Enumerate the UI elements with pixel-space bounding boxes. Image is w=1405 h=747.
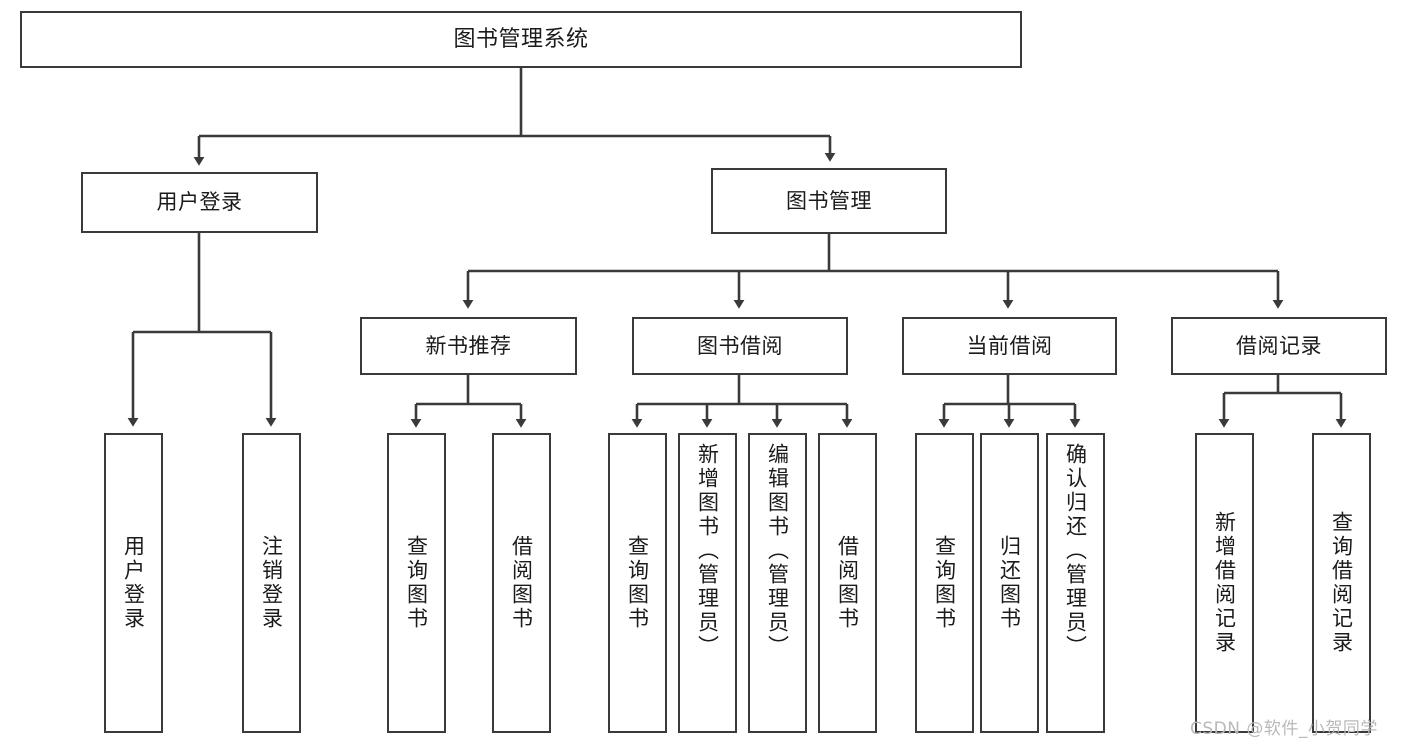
node-leaf-query-book-rec-label: 查询图书 <box>404 535 429 631</box>
node-current-borrow[interactable]: 当前借阅 <box>902 317 1117 375</box>
node-leaf-query-book-borrow-label: 查询图书 <box>625 535 650 631</box>
node-leaf-confirm-return[interactable]: 确认归还（管理员） <box>1046 433 1105 733</box>
node-leaf-add-book-label: 新增图书（管理员） <box>695 443 720 659</box>
node-leaf-borrow-book-rec-label: 借阅图书 <box>509 535 534 631</box>
node-leaf-logout[interactable]: 注销登录 <box>242 433 301 733</box>
node-leaf-return-book[interactable]: 归还图书 <box>980 433 1039 733</box>
node-book-management-label: 图书管理 <box>786 188 872 213</box>
node-user-login[interactable]: 用户登录 <box>81 172 318 233</box>
node-leaf-add-record-label: 新增借阅记录 <box>1212 511 1237 655</box>
node-borrow-record-label: 借阅记录 <box>1236 333 1322 358</box>
node-leaf-query-book-rec[interactable]: 查询图书 <box>387 433 446 733</box>
node-leaf-user-login[interactable]: 用户登录 <box>104 433 163 733</box>
node-book-borrow[interactable]: 图书借阅 <box>632 317 848 375</box>
node-leaf-return-book-label: 归还图书 <box>997 535 1022 631</box>
node-new-book-recommend-label: 新书推荐 <box>425 333 512 358</box>
node-leaf-user-login-label: 用户登录 <box>121 535 146 631</box>
watermark: CSDN @软件_小贺同学 <box>1190 719 1378 739</box>
node-leaf-borrow-book-rec[interactable]: 借阅图书 <box>492 433 551 733</box>
node-leaf-edit-book[interactable]: 编辑图书（管理员） <box>748 433 807 733</box>
node-leaf-edit-book-label: 编辑图书（管理员） <box>765 443 790 659</box>
node-leaf-logout-label: 注销登录 <box>259 535 284 631</box>
node-leaf-add-book[interactable]: 新增图书（管理员） <box>678 433 737 733</box>
node-leaf-query-book-current[interactable]: 查询图书 <box>915 433 974 733</box>
node-leaf-borrow-book[interactable]: 借阅图书 <box>818 433 877 733</box>
node-user-login-label: 用户登录 <box>156 190 243 215</box>
node-leaf-query-book-current-label: 查询图书 <box>932 535 957 631</box>
node-leaf-query-record-label: 查询借阅记录 <box>1329 511 1354 655</box>
node-leaf-query-book-borrow[interactable]: 查询图书 <box>608 433 667 733</box>
node-book-management[interactable]: 图书管理 <box>711 168 947 234</box>
node-leaf-query-record[interactable]: 查询借阅记录 <box>1312 433 1371 733</box>
node-current-borrow-label: 当前借阅 <box>966 333 1053 358</box>
node-borrow-record[interactable]: 借阅记录 <box>1171 317 1387 375</box>
node-leaf-add-record[interactable]: 新增借阅记录 <box>1195 433 1254 733</box>
node-book-borrow-label: 图书借阅 <box>697 333 783 358</box>
node-leaf-borrow-book-label: 借阅图书 <box>835 535 860 631</box>
node-new-book-recommend[interactable]: 新书推荐 <box>360 317 577 375</box>
node-leaf-confirm-return-label: 确认归还（管理员） <box>1063 443 1088 659</box>
node-root-system-label: 图书管理系统 <box>453 26 589 52</box>
node-root-system[interactable]: 图书管理系统 <box>20 11 1022 68</box>
